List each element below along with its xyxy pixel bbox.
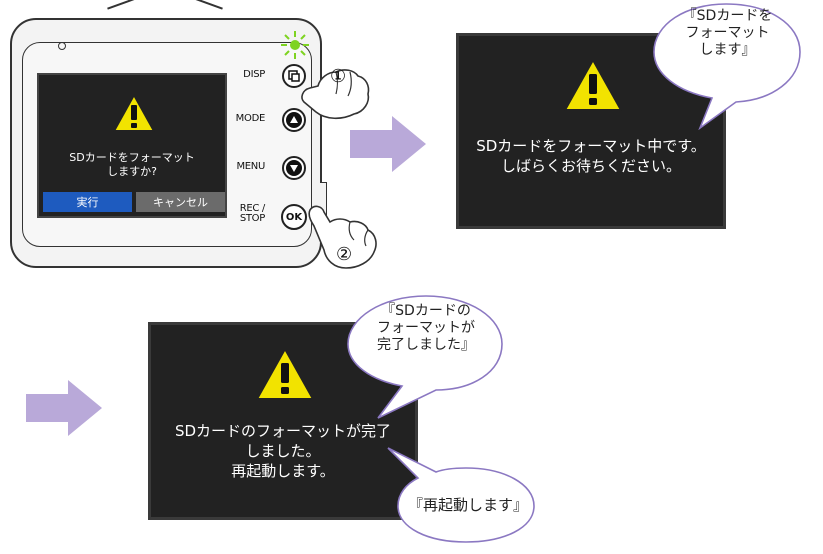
warning-icon xyxy=(256,348,314,400)
indicator-dot xyxy=(58,42,66,50)
warning-icon xyxy=(113,94,155,132)
flow-arrow-1 xyxy=(350,116,426,172)
complete-bubble-text: 『SDカードの フォーマットが 完了しました』 xyxy=(377,303,475,353)
disp-label: DISP xyxy=(243,69,265,80)
restart-bubble-text: 『再起動します』 xyxy=(407,496,528,514)
mode-label: MODE xyxy=(235,113,266,124)
device-screen-message: SDカードをフォーマット しますか? xyxy=(69,151,195,178)
cancel-button[interactable]: キャンセル xyxy=(136,192,225,212)
flow-arrow-2 xyxy=(26,380,102,436)
speech-bubble xyxy=(653,3,801,130)
hand-icon xyxy=(301,69,370,120)
mode-button[interactable] xyxy=(282,108,306,132)
camera-mode-icon xyxy=(288,70,300,82)
device-screen: SDカードをフォーマット しますか? 実行 キャンセル xyxy=(37,73,227,218)
rec-stop-label: REC / STOP xyxy=(239,203,266,224)
formatting-screen: SDカードをフォーマット中です。 しばらくお待ちください。 xyxy=(456,33,726,229)
hand-icon xyxy=(308,205,377,269)
speech-bubble xyxy=(347,295,503,419)
step-2-label: ② xyxy=(336,244,353,265)
down-arrow-icon xyxy=(290,165,298,172)
menu-label: MENU xyxy=(236,161,265,172)
complete-message: SDカードのフォーマットが完了 しました。 再起動します。 xyxy=(174,422,392,480)
exec-button[interactable]: 実行 xyxy=(43,192,132,212)
warning-icon xyxy=(564,59,622,111)
disp-button[interactable] xyxy=(282,64,306,88)
menu-button[interactable] xyxy=(282,156,306,180)
device-screen-buttons: 実行 キャンセル xyxy=(43,192,225,212)
ok-button[interactable]: OK xyxy=(281,204,307,230)
formatting-bubble-text: 『SDカードを フォーマット します』 xyxy=(682,8,773,58)
formatting-message: SDカードをフォーマット中です。 しばらくお待ちください。 xyxy=(476,137,706,175)
led-icon xyxy=(281,31,309,59)
step-1-label: ① xyxy=(330,66,347,87)
up-arrow-icon xyxy=(290,116,298,123)
speech-bubble xyxy=(387,447,535,543)
